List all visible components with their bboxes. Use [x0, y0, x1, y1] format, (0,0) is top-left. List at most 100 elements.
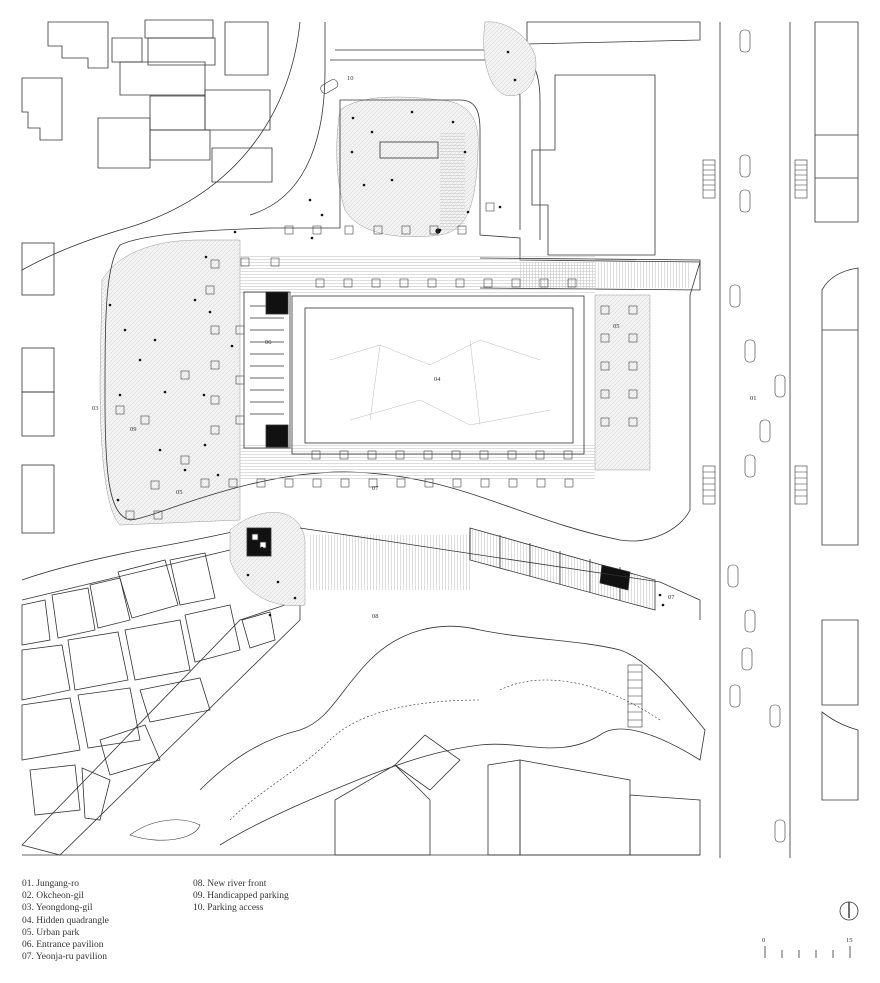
tree-dot — [498, 205, 502, 209]
legend-item: 08. New river front — [193, 879, 267, 889]
tree-dot — [661, 603, 665, 607]
planter — [235, 325, 245, 335]
planter — [567, 278, 577, 288]
tree-dot — [116, 498, 120, 502]
tree-dot — [320, 213, 324, 217]
tree-dot — [370, 130, 374, 134]
label-10: 10 — [347, 75, 354, 82]
planter — [479, 450, 489, 460]
label-07-south: 07 — [668, 594, 675, 601]
tree-dot — [362, 183, 366, 187]
buildings-east — [814, 21, 859, 801]
planter — [600, 305, 610, 315]
tree-dot — [193, 298, 197, 302]
buildings-west — [21, 242, 55, 534]
legend-item: 02. Okcheon-gil — [22, 891, 84, 902]
label-03: 03 — [92, 405, 99, 412]
label-05-east: 05 — [613, 323, 620, 330]
buildings-southwest — [21, 552, 301, 856]
planter — [399, 278, 409, 288]
planter — [564, 478, 574, 488]
planter — [427, 278, 437, 288]
tree-dot — [208, 310, 212, 314]
river-front — [129, 625, 706, 846]
planter — [600, 333, 610, 343]
legend-item: 03. Yeongdong-gil — [22, 903, 93, 914]
planter — [180, 370, 190, 380]
planter — [312, 225, 322, 235]
planter — [270, 257, 280, 267]
label-09: 09 — [130, 426, 137, 433]
planter — [235, 415, 245, 425]
tree-dot — [410, 110, 414, 114]
yeonja-ru-pavilion — [299, 527, 701, 620]
planter — [485, 202, 495, 212]
planter — [240, 257, 250, 267]
planter — [228, 478, 238, 488]
tree-dot — [183, 468, 187, 472]
tree-dot — [158, 448, 162, 452]
tree-dot — [658, 593, 662, 597]
legend-item: 06. Entrance pavilion — [22, 940, 104, 951]
planter — [563, 450, 573, 460]
planter — [539, 278, 549, 288]
planter — [451, 450, 461, 460]
parked-cars — [320, 29, 786, 843]
buildings-northeast — [526, 21, 701, 256]
tree-dot — [216, 473, 220, 477]
planter — [480, 478, 490, 488]
tree-dot — [463, 150, 467, 154]
legend-item: 04. Hidden quadrangle — [22, 915, 109, 926]
deck-surfaces — [240, 132, 690, 590]
planter — [339, 450, 349, 460]
planter — [344, 225, 354, 235]
tree-dot — [513, 78, 517, 82]
planter — [180, 455, 190, 465]
water-basin — [379, 141, 439, 159]
label-05-west: 05 — [176, 489, 183, 496]
planter — [395, 450, 405, 460]
tree-dot — [466, 210, 470, 214]
planter — [256, 478, 266, 488]
hidden-quadrangle — [291, 295, 585, 455]
planter — [401, 225, 411, 235]
planter — [628, 389, 638, 399]
planter — [536, 478, 546, 488]
tree-dot — [153, 338, 157, 342]
planter — [368, 478, 378, 488]
planter — [371, 278, 381, 288]
label-01: 01 — [750, 395, 757, 402]
north-arrow-icon — [839, 901, 859, 921]
tree-dot — [451, 120, 455, 124]
legend-right-column: 08. New river front 09. Handicapped parki… — [193, 878, 289, 915]
buildings-northwest — [21, 19, 273, 183]
planter — [115, 405, 125, 415]
tree-dot — [310, 236, 314, 240]
planter — [600, 361, 610, 371]
label-04: 04 — [434, 376, 441, 383]
planter — [396, 478, 406, 488]
tree-dot — [308, 198, 312, 202]
planter — [312, 478, 322, 488]
legend-item: 10. Parking access — [193, 903, 264, 914]
planter — [424, 478, 434, 488]
planter — [343, 278, 353, 288]
tree-dot — [350, 150, 354, 154]
legend-item: 09. Handicapped parking — [193, 891, 289, 902]
planter-squares — [115, 202, 638, 520]
tree-dot — [506, 50, 510, 54]
tree-dot — [390, 178, 394, 182]
planter — [628, 361, 638, 371]
planter — [311, 450, 321, 460]
tree-dot — [230, 344, 234, 348]
tree-dot — [203, 443, 207, 447]
tree-dot — [138, 358, 142, 362]
entrance-pavilion — [243, 291, 291, 449]
planter — [125, 510, 135, 520]
crosswalk-stairs — [627, 159, 808, 728]
tree-dot — [293, 596, 297, 600]
planter — [628, 417, 638, 427]
planter — [153, 510, 163, 520]
